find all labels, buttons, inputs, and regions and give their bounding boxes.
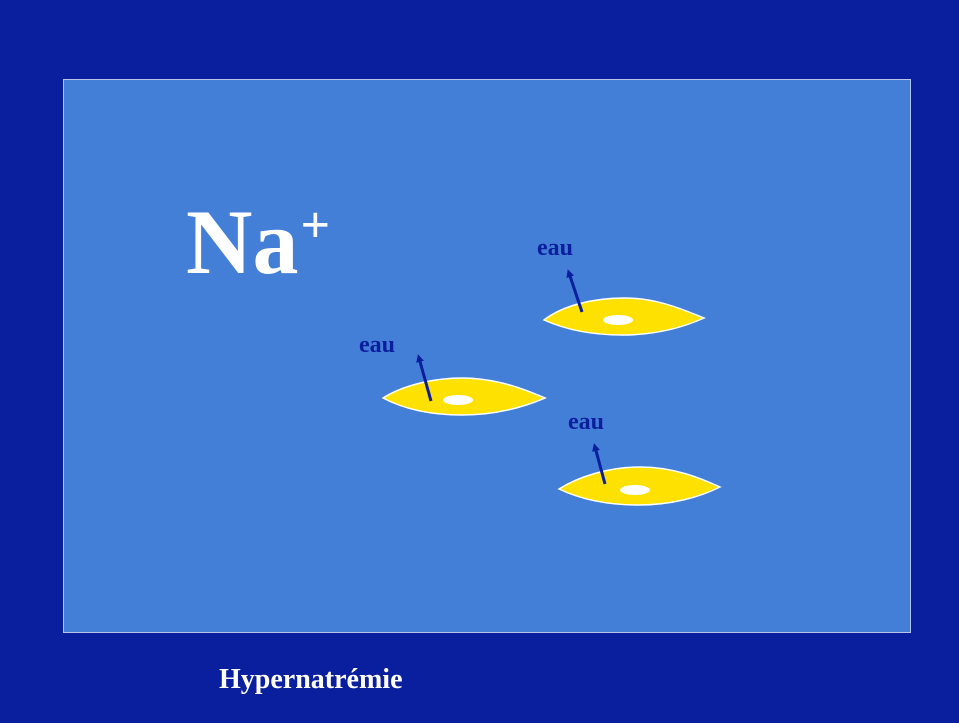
cell-1-nucleus — [603, 315, 633, 325]
cell-2 — [383, 358, 545, 415]
cell-1 — [544, 273, 704, 335]
cell-3-water-label: eau — [568, 410, 604, 434]
cell-1-water-label: eau — [537, 236, 573, 260]
cell-3 — [559, 447, 720, 505]
slide-caption: Hypernatrémie — [219, 666, 403, 694]
cell-2-nucleus — [443, 395, 473, 405]
cell-2-water-label: eau — [359, 333, 395, 357]
cell-3-nucleus — [620, 485, 650, 495]
